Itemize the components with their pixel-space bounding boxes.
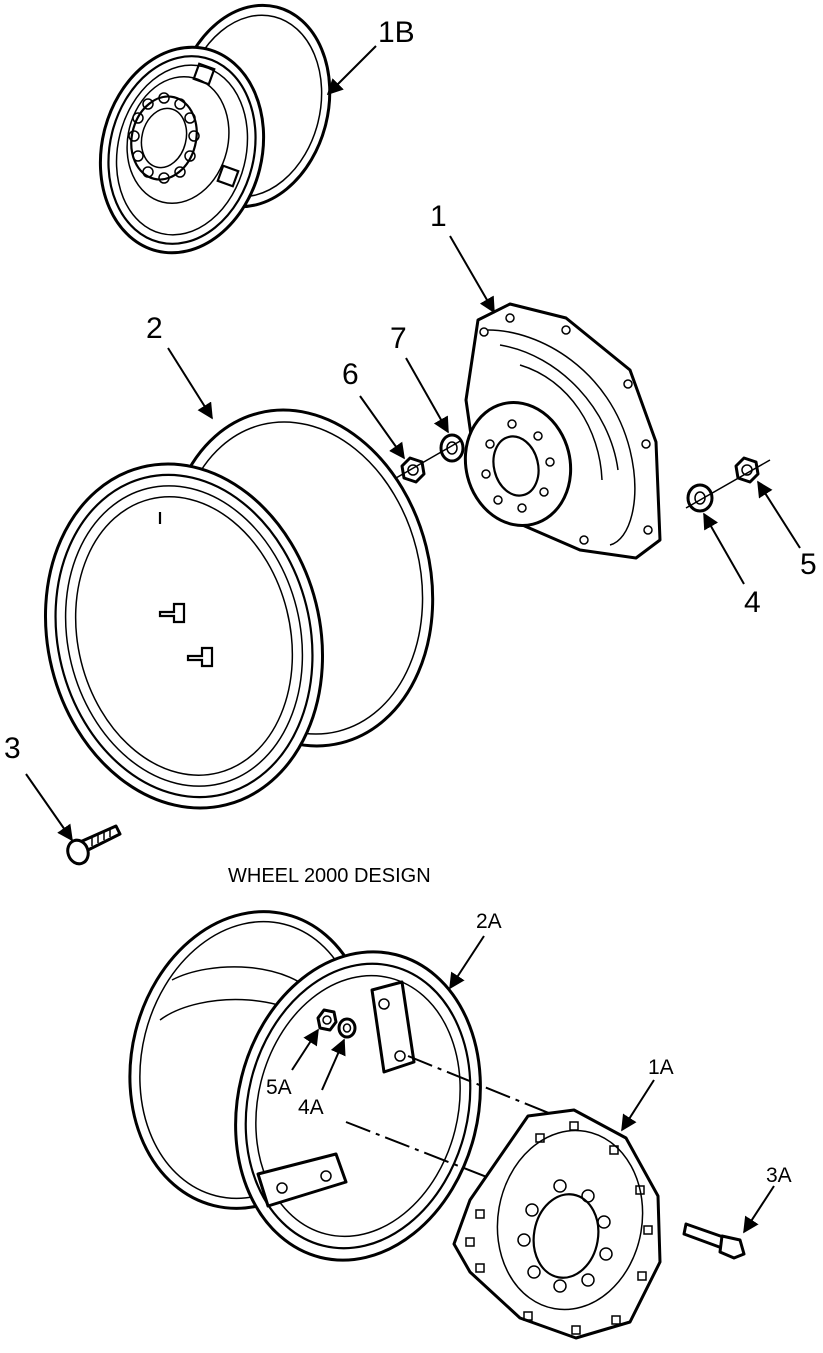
leader-lines — [25, 45, 801, 1234]
callout-4a: 4A — [298, 1096, 324, 1119]
bolt-part-3a — [682, 1222, 746, 1260]
callout-3: 3 — [4, 732, 21, 765]
callout-2: 2 — [146, 312, 163, 345]
callout-6: 6 — [342, 358, 359, 391]
washer-part-4a — [337, 1017, 357, 1039]
rim-part-2a — [128, 910, 482, 1262]
wheel-assembly-1b — [98, 3, 332, 255]
callout-3a: 3A — [766, 1164, 792, 1187]
callout-4: 4 — [744, 586, 761, 619]
callout-1: 1 — [430, 200, 447, 233]
callout-2a: 2A — [476, 910, 502, 933]
callout-5: 5 — [800, 548, 817, 581]
rim-part-2 — [43, 408, 435, 810]
wheel-disc-part-1 — [463, 302, 662, 560]
callout-1b: 1B — [378, 16, 415, 49]
washer-part-7 — [439, 433, 465, 463]
nut-part-6 — [400, 456, 426, 484]
bolt-part-3 — [66, 824, 122, 866]
callout-5a: 5A — [266, 1076, 292, 1099]
callout-1a: 1A — [648, 1056, 674, 1079]
diagram-caption: WHEEL 2000 DESIGN — [228, 865, 431, 887]
washer-part-4 — [686, 483, 714, 513]
wheel-disc-part-1a — [452, 1108, 662, 1340]
nut-part-5a — [316, 1008, 338, 1032]
callout-7: 7 — [390, 322, 407, 355]
